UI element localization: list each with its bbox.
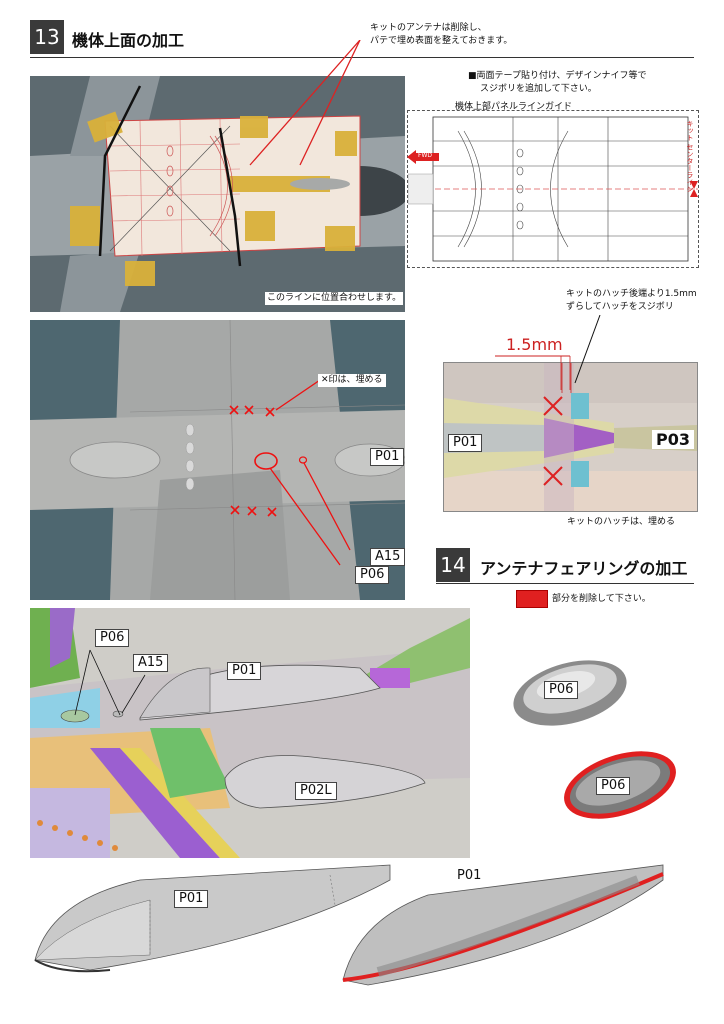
fill-mark-note: ✕印は、埋める xyxy=(318,374,386,387)
dimension-label: 1.5mm xyxy=(506,335,563,354)
antenna-note: キットのアンテナは削除し、 パテで埋め表面を整えておきます。 xyxy=(370,22,512,48)
section-14-title: アンテナフェアリングの加工 xyxy=(480,559,688,578)
panel-line-guide-drawing xyxy=(407,110,699,268)
part-p01-cut xyxy=(342,864,664,986)
section-14-rule xyxy=(436,583,694,584)
label-p02l-render: P02L xyxy=(295,782,337,800)
hatch-offset-leader xyxy=(574,315,601,384)
guide-label: 機体上部パネルラインガイド xyxy=(455,102,573,112)
label-p06-photo: P06 xyxy=(355,566,390,584)
label-a15-render: A15 xyxy=(133,654,169,672)
label-p01-part-a: P01 xyxy=(174,890,209,908)
label-p01-detail: P01 xyxy=(448,434,483,452)
section-13-title: 機体上面の加工 xyxy=(72,31,185,50)
hatch-offset-note: キットのハッチ後端より1.5mm ずらしてハッチをスジボリ xyxy=(566,288,697,314)
section-13-rule xyxy=(30,57,694,58)
legend-text: 部分を削除して下さい。 xyxy=(552,594,651,604)
label-p01-part-b: P01 xyxy=(457,868,482,883)
tape-note-line2: スジボリを追加して下さい。 xyxy=(480,84,597,94)
fwd-arrow xyxy=(407,150,439,164)
legend-swatch xyxy=(516,590,548,608)
fwd-arrow-icon xyxy=(407,150,439,164)
tape-note: ■両面テープ貼り付け、デザインナイフ等で スジボリを追加して下さい。 xyxy=(468,70,647,96)
hatch-fill-note: キットのハッチは、埋める xyxy=(567,517,676,527)
dimension-line xyxy=(495,355,571,390)
fwd-label: FWD xyxy=(418,152,433,159)
photo-upper-fuselage-illustration xyxy=(30,76,405,312)
label-p06-part-b: P06 xyxy=(596,777,631,795)
photo-fuselage-top-illustration xyxy=(30,320,405,600)
tape-note-line1: ■両面テープ貼り付け、デザインナイフ等で xyxy=(468,71,647,81)
label-p06-render: P06 xyxy=(95,629,130,647)
label-p06-part-a: P06 xyxy=(544,681,579,699)
centerline-label: キット センターライン xyxy=(686,120,694,193)
part-p01-normal xyxy=(34,864,391,973)
antenna-note-line1: キットのアンテナは削除し、 xyxy=(370,23,487,33)
section-14-number: 14 xyxy=(436,548,470,582)
antenna-leader-lines xyxy=(249,40,361,166)
label-p03-detail: P03 xyxy=(652,430,694,449)
hatch-offset-line1: キットのハッチ後端より1.5mm xyxy=(566,289,697,299)
align-note: このラインに位置合わせします。 xyxy=(265,292,404,305)
panel-line-guide-svg xyxy=(408,116,698,262)
label-p01-photo: P01 xyxy=(370,448,405,466)
label-a15-photo: A15 xyxy=(370,548,406,566)
label-p01-render: P01 xyxy=(227,662,262,680)
antenna-note-line2: パテで埋め表面を整えておきます。 xyxy=(370,36,513,46)
photo-fuselage-top-marks xyxy=(30,320,405,600)
photo-upper-fuselage-guide xyxy=(30,76,405,312)
hatch-offset-line2: ずらしてハッチをスジボリ xyxy=(566,302,674,312)
render-leader-lines xyxy=(74,649,146,716)
section-13-number: 13 xyxy=(30,20,64,54)
